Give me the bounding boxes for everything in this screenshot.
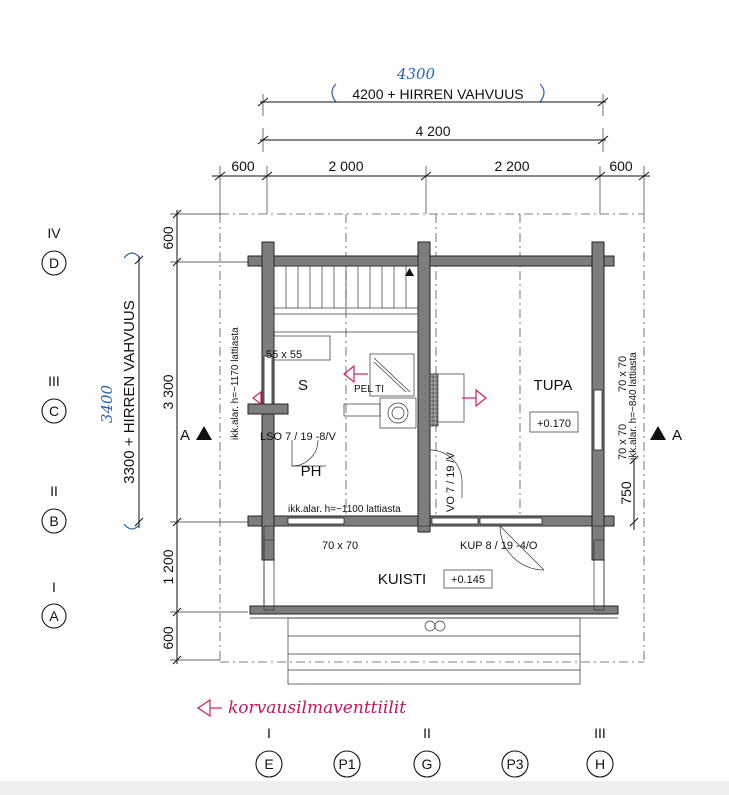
row-roman-4: I: [52, 579, 56, 595]
seg-top-1: 600: [231, 158, 255, 174]
col-letter-4: P3: [506, 756, 523, 772]
side-seg-5: 600: [160, 626, 176, 650]
seg-top-2: 2 000: [328, 158, 363, 174]
window-right-note: ikk.alar. h=~840 lattiasta: [628, 352, 639, 460]
room-label-washroom: PH: [301, 463, 322, 480]
door-inner-label: VO 7 / 19 /V: [445, 451, 457, 512]
row-letter-4: A: [49, 608, 59, 624]
dimension-overall-top: 4200 + HIRREN VAHVUUS: [257, 86, 609, 116]
level-box-tupa: [529, 411, 579, 433]
col-roman-1: I: [267, 725, 271, 741]
side-seg-2: 3 300: [160, 374, 176, 409]
sauna-benches: [273, 265, 419, 361]
row-roman-1: IV: [47, 225, 61, 241]
row-letter-1: D: [49, 255, 59, 271]
handwritten-top-dimension: 4300: [396, 65, 436, 83]
door-sauna-label: LSO 7 / 19 -8/V: [260, 431, 336, 443]
dimension-overall: 4 200: [257, 123, 609, 152]
vent-marks: [252, 364, 487, 408]
svg-text:A: A: [672, 427, 682, 444]
window-left-note: ikk.alar. h=~1170 lattiasta: [230, 327, 241, 440]
bottom-edge-strip: [0, 781, 729, 795]
side-overall-label: 3300 + HIRREN VAHVUUS: [121, 300, 138, 484]
col-letter-1: E: [264, 756, 273, 772]
dimension-side-segments: 600 3 300 1 200 600: [160, 209, 248, 665]
row-letter-2: C: [49, 403, 59, 419]
hand-paren-right: [539, 83, 545, 103]
side-seg-1: 600: [160, 226, 176, 250]
room-label-sauna: S: [298, 377, 308, 394]
stove: PEL TI: [343, 353, 465, 429]
window-openings: [263, 355, 603, 525]
overall-label: 4 200: [415, 123, 450, 139]
col-letter-2: P1: [338, 756, 355, 772]
section-marker-right: A: [650, 426, 682, 444]
window-right-size-b: 70 x 70: [617, 356, 629, 392]
porch: [249, 525, 619, 685]
side-seg-4: 1 200: [160, 549, 176, 584]
window-right-size-a: 70 x 70: [617, 424, 629, 460]
window-bottom-note: ikk.alar. h=~1100 lattiasta: [288, 504, 401, 515]
level-tupa: +0.170: [537, 418, 571, 430]
doors: [291, 439, 545, 571]
door-porch-label: KUP 8 / 19 -4/O: [460, 540, 538, 552]
level-kuisti: +0.145: [451, 574, 485, 586]
overall-top-label: 4200 + HIRREN VAHVUUS: [352, 86, 523, 102]
seg-top-3: 2 200: [494, 158, 529, 174]
dimension-side-right: 750: [618, 455, 639, 530]
side-seg-3: 750: [618, 481, 634, 505]
dimension-segments-top: 600 2 000 2 200 600: [212, 158, 650, 214]
vent-note: korvausilmaventtiilit: [228, 698, 406, 718]
hand-paren-left: [331, 83, 337, 103]
section-marker-left: A: [180, 426, 212, 444]
row-letter-3: B: [49, 513, 58, 529]
column-markers: I E P1 II G P3 III H: [255, 725, 614, 778]
svg-text:A: A: [180, 427, 190, 444]
room-label-porch: KUISTI: [378, 571, 426, 588]
vent-legend: korvausilmaventtiilit: [196, 698, 406, 718]
col-letter-5: H: [595, 756, 605, 772]
row-roman-3: II: [50, 483, 58, 499]
col-roman-5: III: [594, 725, 606, 741]
handwritten-side-dimension: 3400: [98, 384, 116, 423]
row-roman-2: III: [48, 373, 60, 389]
window-washroom-label: 55 x 55: [266, 349, 302, 361]
porch-window-label: 70 x 70: [322, 540, 358, 552]
room-label-living: TUPA: [534, 377, 573, 394]
row-markers: IV D III C II B I A: [41, 225, 67, 629]
level-box-kuisti: [443, 569, 493, 589]
stove-label: PEL TI: [354, 384, 384, 395]
seg-top-4: 600: [609, 158, 633, 174]
dimension-side-overall: 3300 + HIRREN VAHVUUS 3400: [98, 252, 144, 530]
col-letter-3: G: [422, 756, 433, 772]
col-roman-3: II: [423, 725, 431, 741]
